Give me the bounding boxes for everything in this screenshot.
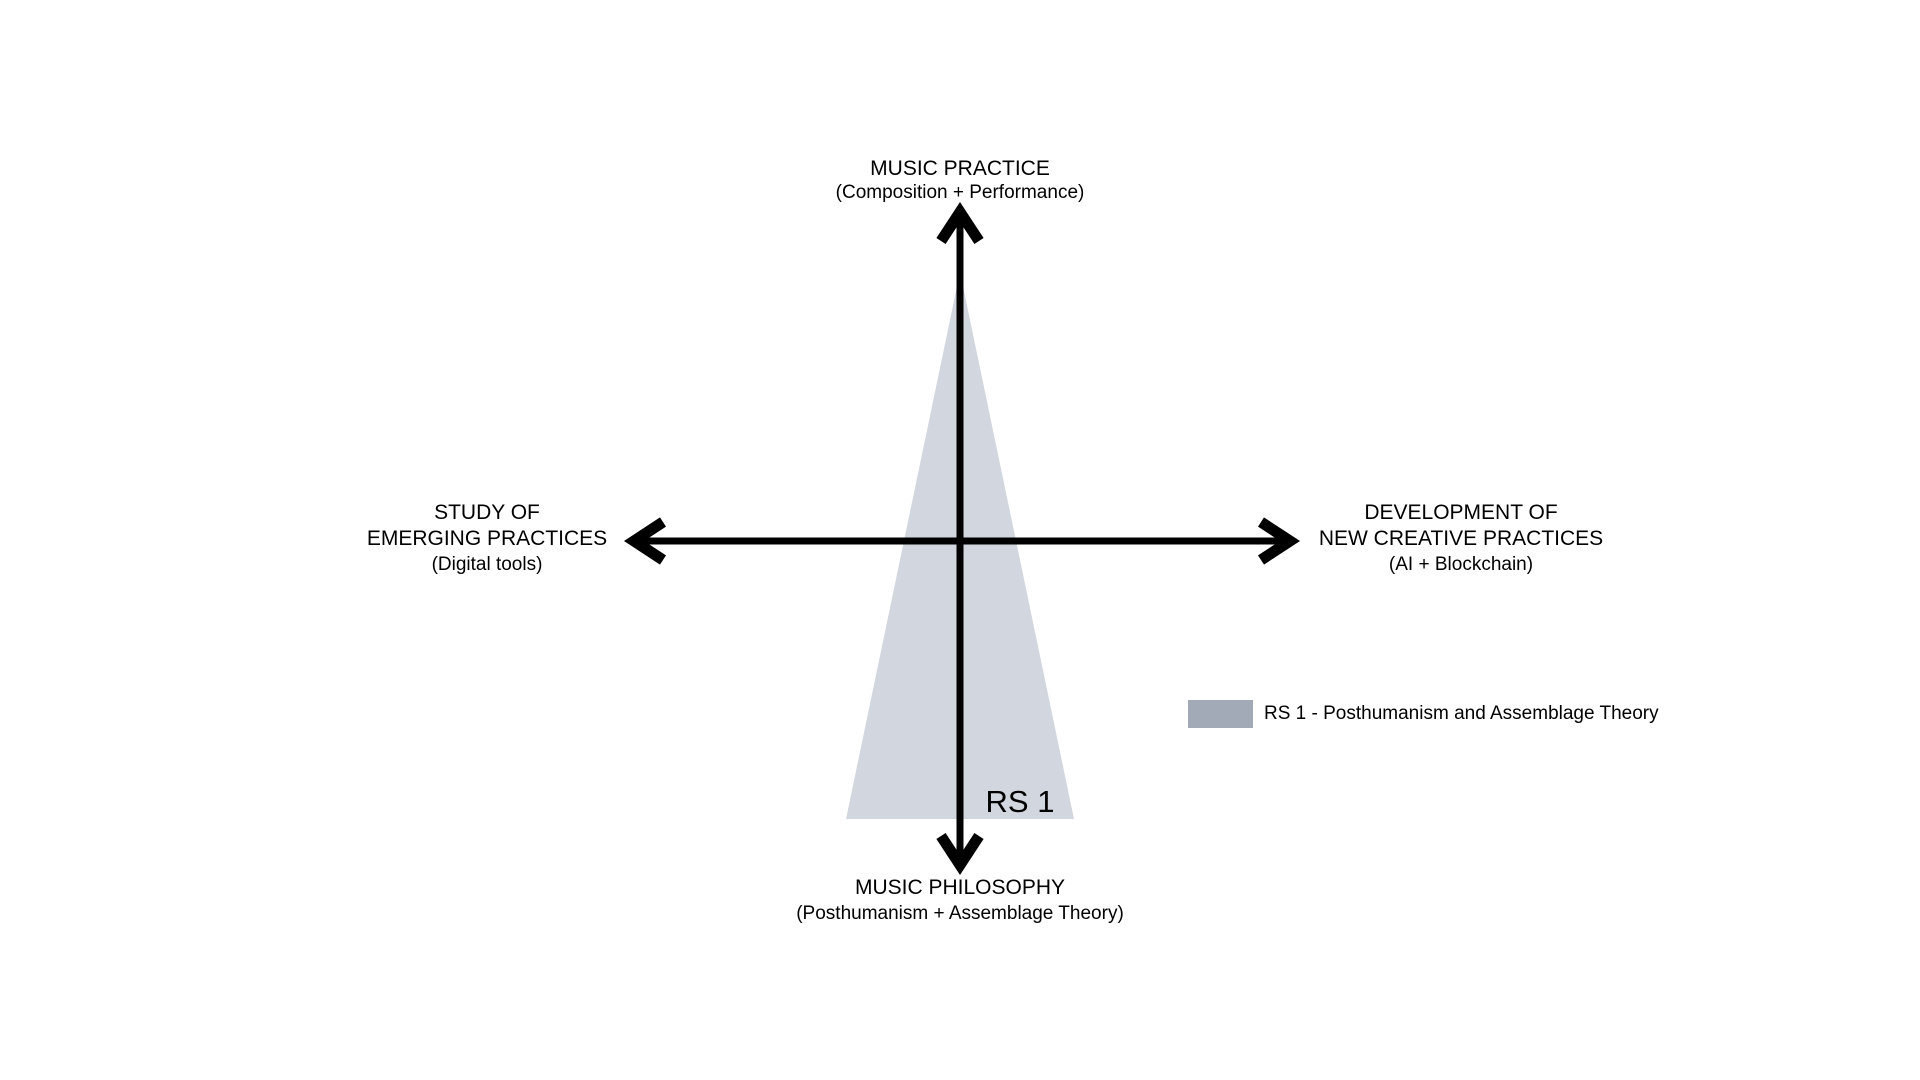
left-axis-title-line2: EMERGING PRACTICES (366, 527, 608, 550)
right-arrowhead-icon (1257, 517, 1301, 565)
top-axis-label: MUSIC PRACTICE (Composition + Performanc… (836, 157, 1085, 205)
top-axis-subtitle: (Composition + Performance) (835, 182, 1085, 203)
horizontal-axis (623, 517, 1301, 565)
legend: RS 1 - Posthumanism and Assemblage Theor… (1188, 700, 1659, 728)
bottom-axis-subtitle: (Posthumanism + Assemblage Theory) (796, 903, 1124, 924)
left-arrowhead-icon (623, 517, 667, 565)
legend-label: RS 1 - Posthumanism and Assemblage Theor… (1264, 703, 1659, 724)
up-arrowhead-icon (936, 201, 984, 245)
right-axis-title-line1: DEVELOPMENT OF (1364, 501, 1558, 524)
right-axis-title-line2: NEW CREATIVE PRACTICES (1318, 527, 1604, 550)
right-axis-subtitle: (AI + Blockchain) (1388, 554, 1534, 575)
bottom-axis-label: MUSIC PHILOSOPHY (Posthumanism + Assembl… (796, 875, 1124, 927)
right-axis-label: DEVELOPMENT OF NEW CREATIVE PRACTICES (A… (1319, 500, 1603, 578)
left-axis-subtitle: (Digital tools) (431, 554, 543, 575)
legend-swatch-rect (1188, 700, 1253, 728)
bottom-axis-title: MUSIC PHILOSOPHY (854, 876, 1066, 899)
left-axis-title-line1: STUDY OF (434, 501, 540, 524)
rs1-region-label: RS 1 (985, 784, 1055, 819)
top-axis-title: MUSIC PRACTICE (870, 157, 1050, 180)
left-axis-label: STUDY OF EMERGING PRACTICES (Digital too… (367, 500, 607, 578)
legend-swatch (1188, 700, 1253, 728)
down-arrowhead-icon (936, 832, 984, 876)
